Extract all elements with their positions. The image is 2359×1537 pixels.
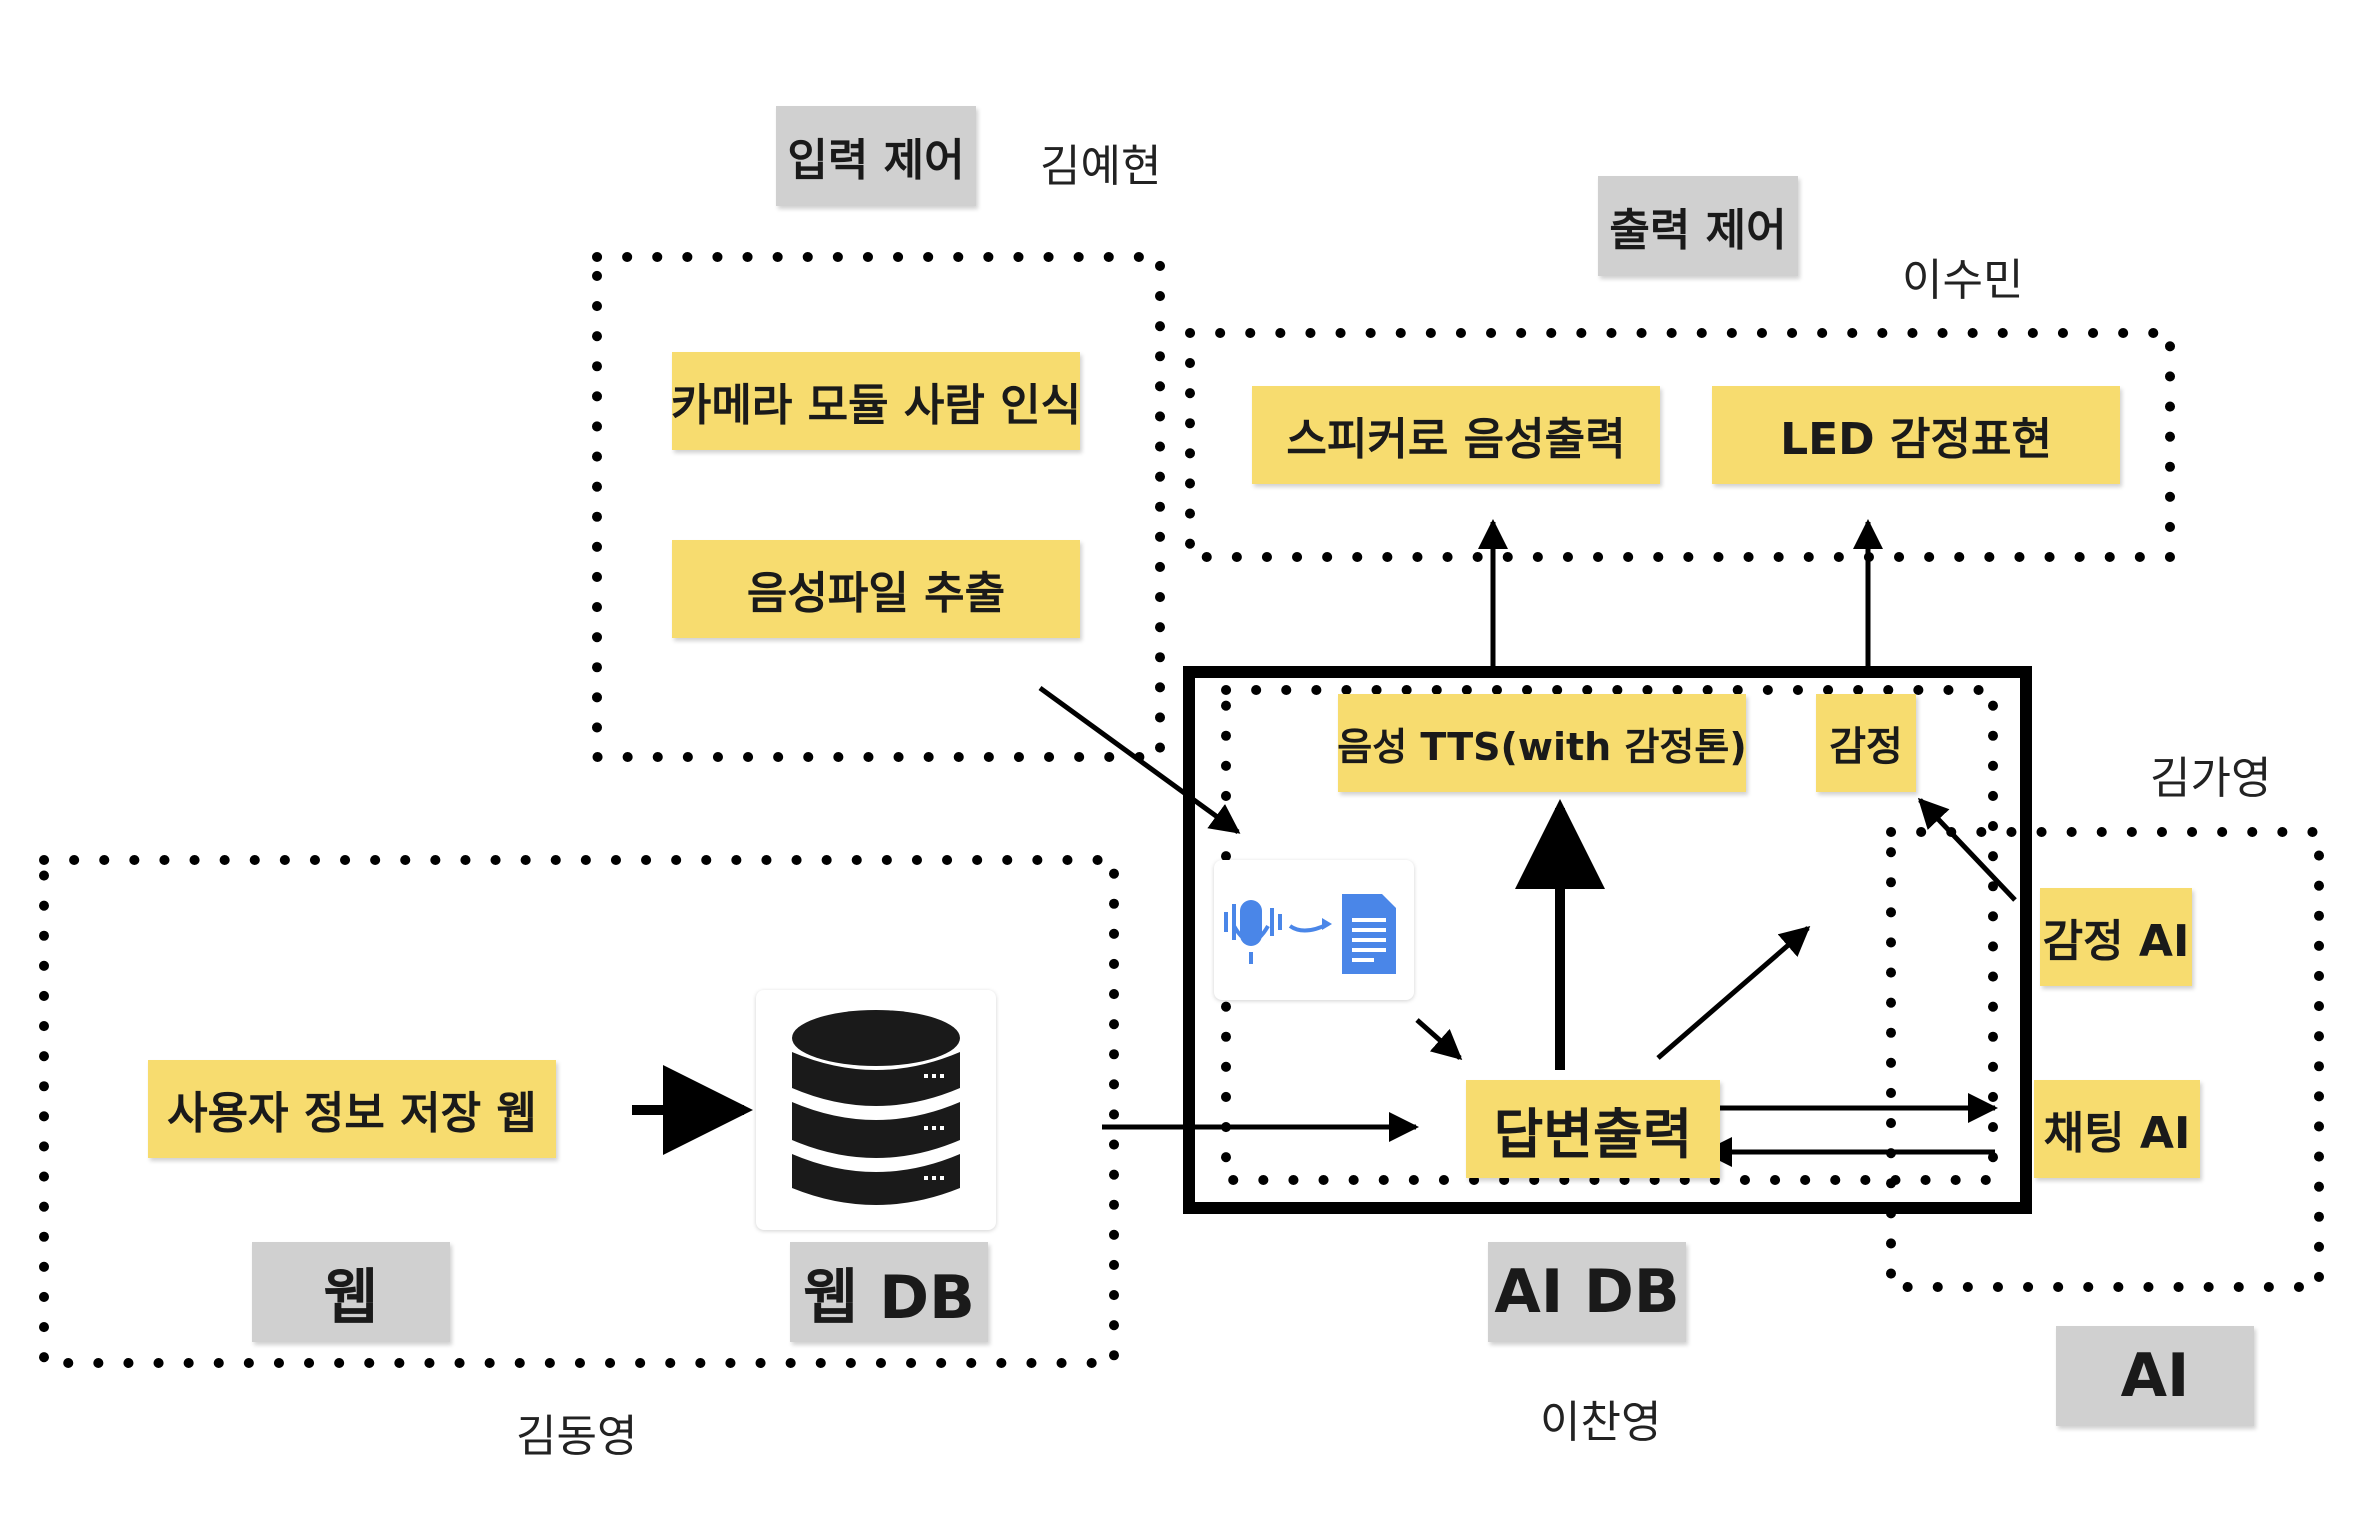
user-info-web-note: 사용자 정보 저장 웹 xyxy=(148,1060,556,1158)
output-control-owner: 이수민 xyxy=(1902,255,2024,306)
web-label: 웹 xyxy=(252,1242,450,1342)
ai-db-container xyxy=(1183,666,2032,1214)
answer-output-note: 답변출력 xyxy=(1466,1080,1720,1178)
tts-with-emotion-note: 음성 TTS(with 감정톤) xyxy=(1337,694,1747,792)
audio-file-extraction-note: 음성파일 추출 xyxy=(672,540,1080,638)
camera-person-detection-note: 카메라 모듈 사람 인식 xyxy=(671,352,1081,450)
input-control-owner: 김예현 xyxy=(1040,141,1162,192)
arrow-answer-to-emotion xyxy=(1656,926,1811,1060)
speaker-voice-output-note: 스피커로 음성출력 xyxy=(1252,386,1660,484)
emotion-ai-note: 감정 AI xyxy=(2040,888,2192,986)
arrow-audio-to-stt xyxy=(1038,685,1241,835)
output-control-label: 출력 제어 xyxy=(1598,176,1798,276)
input-control-boundary xyxy=(592,252,1165,762)
ai-db-label: AI DB xyxy=(1488,1242,1686,1342)
ai-owner: 김가영 xyxy=(2150,753,2272,804)
arrow-stt-to-answer xyxy=(1415,1018,1463,1060)
ai-label: AI xyxy=(2056,1326,2254,1426)
microphone-to-document-icon xyxy=(1214,860,1414,1000)
ai-db-owner: 이찬영 xyxy=(1540,1397,1662,1448)
input-control-label: 입력 제어 xyxy=(776,106,976,206)
web-boundary xyxy=(39,855,1119,1368)
web-owner: 김동영 xyxy=(516,1411,638,1462)
ai-boundary xyxy=(1886,827,2324,1292)
led-emotion-expression-note: LED 감정표현 xyxy=(1712,386,2120,484)
emotion-note: 감정 xyxy=(1816,694,1916,792)
chat-ai-note: 채팅 AI xyxy=(2034,1080,2200,1178)
arrow-emotion-ai-to-emotion xyxy=(1917,797,2017,902)
database-icon xyxy=(756,990,996,1230)
web-db-label: 웹 DB xyxy=(790,1242,988,1342)
